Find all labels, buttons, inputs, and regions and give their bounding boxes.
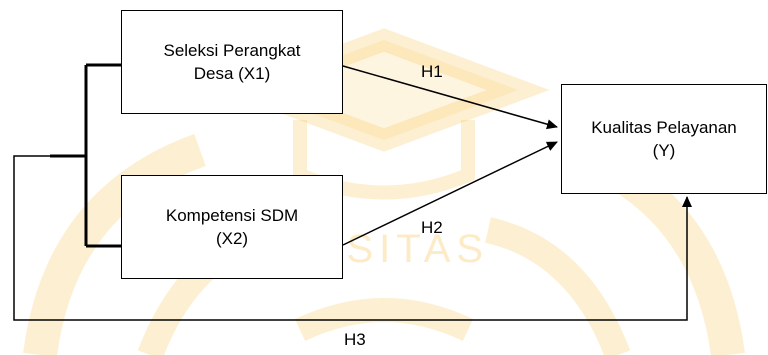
h1-arrow — [342, 65, 558, 130]
h2-arrow — [342, 141, 558, 246]
node-x1-label: Seleksi Perangkat Desa (X1) — [163, 41, 301, 83]
h1-label: H1 — [421, 62, 443, 81]
node-x2-label: Kompetensi SDM (X2) — [165, 206, 299, 248]
node-kualitas-pelayanan: Kualitas Pelayanan (Y) — [561, 84, 767, 194]
h2-label: H2 — [421, 218, 443, 237]
h3-arrow — [13, 155, 692, 321]
node-kompetensi-sdm: Kompetensi SDM (X2) — [121, 175, 343, 279]
node-y-label: Kualitas Pelayanan (Y) — [591, 118, 737, 160]
h3-label: H3 — [344, 330, 366, 349]
node-seleksi-perangkat-desa: Seleksi Perangkat Desa (X1) — [121, 10, 343, 114]
x1-x2-grouping-bracket — [50, 63, 121, 248]
